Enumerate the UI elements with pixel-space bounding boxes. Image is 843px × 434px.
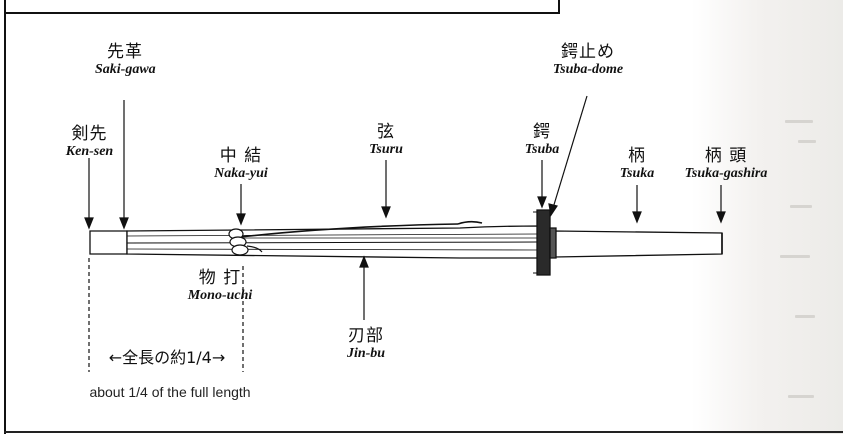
tsuru-string-knot <box>457 220 483 225</box>
jin-bu-romaji: Jin-bu <box>346 346 386 361</box>
saki-gawa-cap <box>89 230 128 255</box>
saki-gawa-romaji: Saki-gawa <box>95 62 156 77</box>
faint-mark <box>798 140 816 143</box>
tsuba-romaji: Tsuba <box>524 142 560 157</box>
frame-left-edge <box>4 0 6 434</box>
label-tsuru: 弦 Tsuru <box>350 122 422 158</box>
range-indicator <box>88 258 244 372</box>
tsuka-jp: 柄 <box>628 146 646 166</box>
ken-sen-jp: 剣先 <box>71 124 108 144</box>
label-tsuba: 鍔 Tsuba <box>508 122 576 158</box>
frame-top-box <box>4 0 560 14</box>
tsuba-dome-jp: 鍔止め <box>561 42 615 62</box>
range-label: ←全長の約1/4→ <box>86 344 248 368</box>
tsuka-gashira-jp: 柄 頭 <box>704 146 748 166</box>
range-caption: about 1/4 of the full length <box>89 384 251 400</box>
leader-lines <box>84 95 726 320</box>
faint-mark <box>790 205 812 208</box>
tsuka-romaji: Tsuka <box>619 166 655 181</box>
range-label-text: 全長の約1/4 <box>122 348 212 367</box>
stave-line <box>126 233 539 237</box>
range-arrow-right: → <box>211 348 226 367</box>
tsuka-gashira-romaji: Tsuka-gashira <box>684 166 768 181</box>
faint-mark <box>785 120 813 123</box>
tsuru-romaji: Tsuru <box>369 142 403 157</box>
label-jin-bu: 刃部 Jin-bu <box>330 326 402 362</box>
stave-line <box>126 248 539 251</box>
jin-bu-jp: 刃部 <box>348 326 384 346</box>
ken-sen-romaji: Ken-sen <box>65 144 114 159</box>
tsuba-edge <box>533 211 537 274</box>
tsuka-handle <box>554 230 723 258</box>
naka-yui-jp: 中 結 <box>219 146 263 166</box>
label-tsuka: 柄 Tsuka <box>604 146 670 182</box>
stave-line <box>126 241 539 244</box>
label-tsuka-gashira: 柄 頭 Tsuka-gashira <box>666 146 786 182</box>
tsuba-guard <box>536 209 551 276</box>
faint-mark <box>788 395 814 398</box>
label-naka-yui: 中 結 Naka-yui <box>193 146 289 182</box>
tsuba-jp: 鍔 <box>533 122 551 142</box>
mono-uchi-jp: 物 打 <box>198 268 242 288</box>
label-ken-sen: 剣先 Ken-sen <box>52 124 127 160</box>
frame-bottom-edge <box>4 431 843 433</box>
faint-mark <box>780 255 810 258</box>
range-arrow-left: ← <box>108 348 123 367</box>
naka-yui-romaji: Naka-yui <box>214 166 268 181</box>
faint-mark <box>795 315 815 318</box>
tsuba-dome-romaji: Tsuba-dome <box>552 62 624 77</box>
label-tsuba-dome: 鍔止め Tsuba-dome <box>538 42 638 78</box>
mono-uchi-romaji: Mono-uchi <box>187 288 253 303</box>
label-saki-gawa: 先革 Saki-gawa <box>95 42 156 78</box>
naka-yui-cord <box>228 228 263 256</box>
shinai-body <box>89 209 723 276</box>
tsuru-string <box>239 223 459 238</box>
saki-gawa-jp: 先革 <box>107 42 143 62</box>
tsuru-jp: 弦 <box>377 122 395 142</box>
label-mono-uchi: 物 打 Mono-uchi <box>170 268 270 304</box>
tsuba-dome-stopper <box>549 227 557 259</box>
